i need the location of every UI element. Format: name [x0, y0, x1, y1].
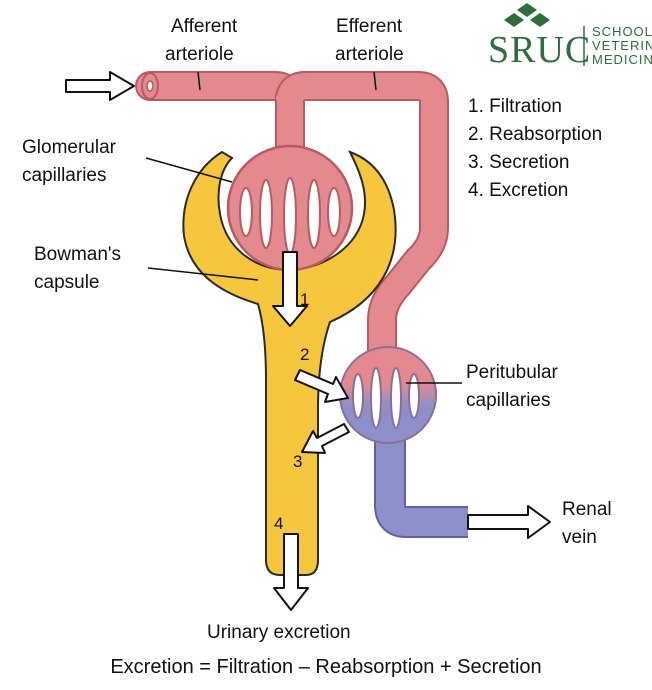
renal-label-line-1: Renal: [562, 499, 612, 520]
reabsorption-arrow-icon: [294, 369, 349, 403]
logo-wordmark: SRUC: [488, 29, 591, 71]
excretion-formula: Excretion = Filtration – Reabsorption + …: [110, 656, 541, 678]
filtration-arrow-icon: [272, 251, 308, 327]
peritubular-label-line-2: capillaries: [466, 390, 550, 411]
glomerular-label-line-1: Glomerular: [22, 137, 117, 158]
leader-lines: [145, 71, 462, 384]
logo-diamond-icon: [504, 3, 550, 27]
arterial-vessels: [135, 71, 449, 360]
bowman-label-line-1: Bowman's: [34, 244, 121, 265]
sruc-logo: SRUC SCHOOL OF VETERINARY MEDICINE: [488, 3, 652, 71]
renal-label-line-2: vein: [562, 527, 597, 548]
peritubular-capillaries: [339, 346, 468, 538]
peritubular-label-line-1: Peritubular: [466, 362, 559, 383]
logo-line-2: VETERINARY: [592, 38, 652, 53]
legend-item-reabsorption: 2. Reabsorption: [468, 124, 602, 145]
step-number-4: 4: [274, 514, 283, 533]
renal-outflow-arrow-icon: [467, 505, 551, 539]
step-number-2: 2: [300, 345, 309, 364]
step-number-3: 3: [293, 452, 302, 471]
glomerular-label-line-2: capillaries: [22, 165, 106, 186]
logo-line-3: MEDICINE: [592, 52, 652, 67]
bowman-label-line-2: capsule: [34, 272, 100, 293]
afferent-label-line-1: Afferent: [171, 16, 238, 37]
step-number-1: 1: [300, 290, 309, 309]
process-legend: 1. Filtration 2. Reabsorption 3. Secreti…: [468, 96, 602, 201]
legend-item-filtration: 1. Filtration: [468, 96, 562, 117]
urinary-excretion-label: Urinary excretion: [207, 622, 351, 643]
inflow-arrow-icon: [65, 71, 135, 101]
afferent-label-line-2: arteriole: [165, 44, 234, 65]
flow-arrows: [65, 71, 551, 611]
excretion-arrow-icon: [273, 533, 309, 611]
logo-line-1: SCHOOL OF: [592, 24, 652, 39]
efferent-label-line-2: arteriole: [335, 44, 404, 65]
legend-item-excretion: 4. Excretion: [468, 180, 568, 201]
legend-item-secretion: 3. Secretion: [468, 152, 569, 173]
secretion-arrow-icon: [301, 423, 350, 454]
efferent-label-line-1: Efferent: [336, 16, 403, 37]
glomerulus: [226, 144, 354, 272]
